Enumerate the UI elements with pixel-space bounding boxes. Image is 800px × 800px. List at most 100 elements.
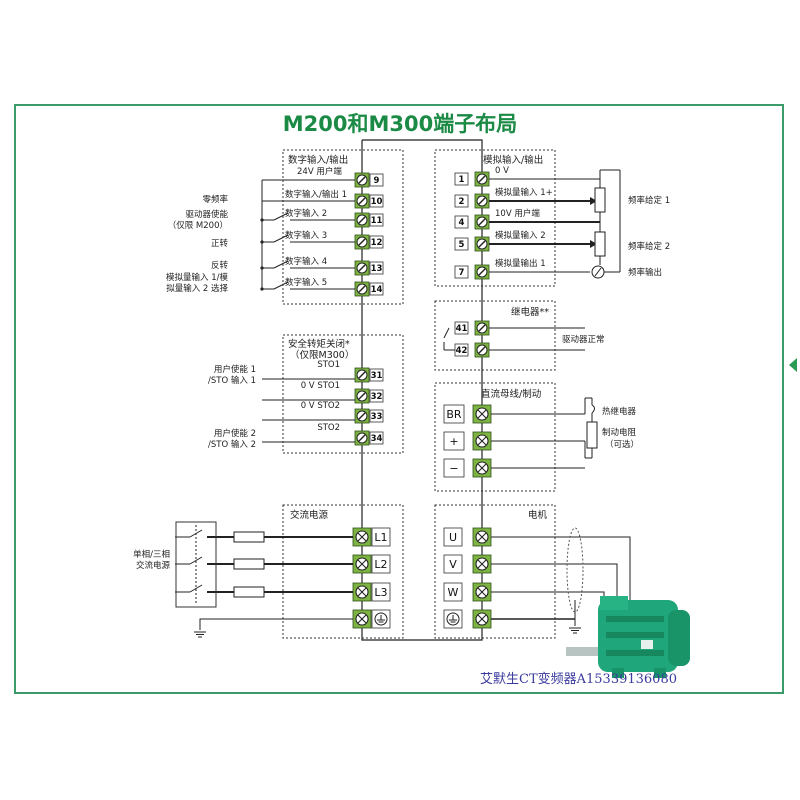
dc-terminal-label: BR [446,408,462,421]
terminal-number-box [369,261,384,275]
screw-slot-icon [358,285,366,293]
switch-icon [273,234,289,243]
relay-external-label: 驱动器正常 [562,334,605,345]
terminal-label-box [443,554,463,574]
analog-terminal-number: 4 [459,218,465,228]
motor-illustration [566,596,690,678]
analog-terminal-number: 1 [459,175,465,185]
digital-terminal-label: 数字输入 5 [285,277,327,288]
analog-terminal-label: 模拟量输入 2 [495,230,546,241]
brake-resistor-icon [586,421,598,449]
switch-icon [273,260,289,269]
digital-external-label: 反转 [211,260,229,271]
screw-slot-icon [478,268,486,276]
cable-shield-icon [566,527,584,613]
dc-bus-section [434,382,556,492]
terminal-label-box [443,458,465,478]
screw-slot-icon [478,175,486,183]
digital-external-label: 驱动器使能 [185,209,228,220]
ac-terminal-label: L3 [374,586,387,599]
x-circle-icon [477,614,487,624]
screw-slot-icon [358,238,366,246]
terminal-number-box [369,409,384,423]
motor-heading: 电机 [528,509,548,521]
analog-terminal-label: 模拟量输出 1 [495,258,546,269]
digital-terminal-label: 数字输入 4 [285,256,327,267]
x-circle-icon [357,587,367,597]
sto-terminal-number: 31 [371,371,383,381]
motor-section [434,504,556,639]
digital-external-label: 拟量输入 2 选择 [166,283,228,294]
analog-terminal-number: 5 [459,240,465,250]
screw-slot-icon [478,197,486,205]
fuse-icon [233,558,265,570]
terminal-number-box [369,235,384,249]
ac-supply-section [282,504,404,639]
motor-wire-u [491,536,631,616]
motor-wire-v [491,563,618,600]
terminal-number-box [454,172,469,186]
dc-terminal-label: + [449,435,458,448]
analog-terminal-label: 模拟量输入 1+ [495,187,553,198]
screw-slot-icon [358,216,366,224]
terminal-number-box [454,194,469,208]
junction-dot [260,218,264,222]
relay-terminal-number: 42 [456,346,468,356]
sto-terminal-label: STO2 [317,423,340,433]
terminal-number-box [454,321,469,335]
screw-slot-icon [478,240,486,248]
digital-external-label: 正转 [211,238,229,249]
digital-io-subheading: 24V 用户端 [297,166,342,177]
terminal-number-box [454,265,469,279]
motor-terminal-label: V [449,558,457,571]
terminal-label-box [371,582,391,602]
motor-wire-w [491,591,605,600]
analog-io-heading: 模拟输入/输出 [483,154,543,166]
switch-icon [189,556,203,565]
screw-slot-icon [478,218,486,226]
analog-external-label: 频率输出 [628,267,662,278]
terminal-label-box [443,527,463,547]
terminal-label-box [371,527,391,547]
switch-icon [273,281,289,290]
ac-terminal-label: L1 [374,531,387,544]
dc-bus-heading: 直流母线/制动 [481,388,541,400]
terminal-number-box [369,431,384,445]
terminal-label-box [443,431,465,451]
sto-terminal-number: 34 [371,434,383,444]
digital-external-label: 零频率 [202,194,228,205]
digital-io-heading: 数字输入/输出 [288,154,348,166]
watermark-text: 艾默生CT变频器A15339136080 [480,672,677,687]
x-circle-icon [477,409,487,419]
x-circle-icon [477,532,487,542]
analog-external-label: 频率给定 1 [628,195,670,206]
relay-contact-icon [443,327,450,339]
fuse-icon [233,586,265,598]
analog-terminal-label: 0 V [495,166,509,176]
x-circle-icon [357,614,367,624]
analog-terminal-label: 10V 用户端 [495,208,540,219]
terminal-label-box [443,582,463,602]
sto-external-label: /STO 输入 2 [208,439,256,450]
dc-external-label: 制动电阻 [602,427,637,438]
analog-terminal-number: 2 [459,197,465,207]
switch-icon [189,584,203,593]
nav-arrow-left-icon[interactable] [789,358,797,372]
x-circle-icon [357,532,367,542]
screw-slot-icon [358,392,366,400]
digital-external-label: （仅限 M200） [168,220,228,231]
analog-io-section [434,149,556,287]
motor-terminal-label: U [449,531,457,544]
motor-terminal-label: W [448,586,459,599]
relay-heading: 继电器** [511,306,549,318]
x-circle-icon [357,559,367,569]
terminal-number-box [369,389,384,403]
dc-terminal-label: − [449,462,458,475]
ac-external-label: 交流电源 [136,560,171,571]
screw-slot-icon [478,346,486,354]
terminal-number-box [454,215,469,229]
ac-external-label: 单相/三相 [133,549,170,560]
terminal-number-box [454,237,469,251]
digital-terminal-label: 数字输入/输出 1 [285,189,347,200]
fuse-icon [233,531,265,543]
